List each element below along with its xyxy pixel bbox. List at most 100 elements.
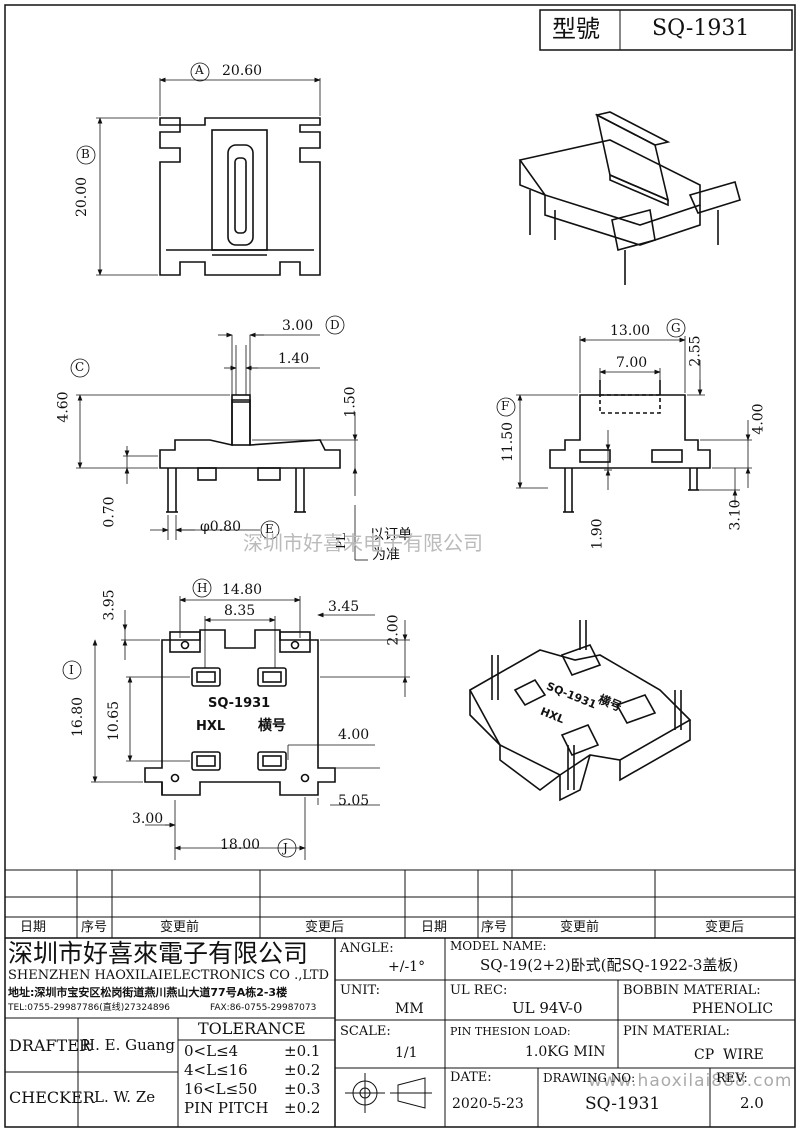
ul-rec-value: UL 94V-0 <box>512 999 583 1017</box>
rev-hdr-after-right: 变更后 <box>705 920 745 935</box>
drawing-no-label: DRAWING NO: <box>543 1071 636 1085</box>
dim-f-mark: F <box>501 399 510 413</box>
front-view-dims <box>70 315 368 561</box>
pin-load-label: PIN THESION LOAD: <box>450 1025 571 1038</box>
tol-value-0: ±0.1 <box>284 1042 321 1060</box>
company-cn: 深圳市好喜來電子有限公司 <box>8 939 309 968</box>
dim-j-mark: J <box>283 841 288 855</box>
dim-i-mark: I <box>69 663 74 677</box>
watermark-url: www.haoxilai888.com <box>588 1071 793 1091</box>
drawing-no-value: SQ-1931 <box>585 1094 661 1114</box>
model-value: SQ-1931 <box>652 16 750 41</box>
tol-range-0: 0<L≤4 <box>184 1042 239 1060</box>
rev-hdr-date-left: 日期 <box>20 920 47 935</box>
top-view-dims <box>76 62 321 276</box>
dim-c-value: 4.60 <box>55 391 72 423</box>
dim-140: 1.40 <box>278 351 310 367</box>
dim-255: 2.55 <box>687 335 704 367</box>
scale-label: SCALE: <box>340 1024 391 1039</box>
rev-hdr-date-right: 日期 <box>421 920 448 935</box>
dim-200: 2.00 <box>385 614 402 646</box>
rev-hdr-no-left: 序号 <box>81 920 108 935</box>
rev-hdr-before-right: 变更前 <box>560 920 600 935</box>
dim-835: 8.35 <box>224 603 256 619</box>
iso-view-top <box>518 111 741 285</box>
rev-hdr-after-left: 变更后 <box>305 920 345 935</box>
dim-i-value: 16.80 <box>70 696 87 738</box>
dim-400b: 4.00 <box>338 727 370 743</box>
rev-label: REV: <box>716 1071 748 1086</box>
engrave-type: 横号 <box>258 718 286 734</box>
model-label: 型號 <box>552 15 600 43</box>
dim-g-mark: G <box>671 321 681 335</box>
dim-j-value: 18.00 <box>220 837 261 853</box>
dim-d-mark: D <box>330 318 340 332</box>
dim-505: 5.05 <box>338 793 370 809</box>
angle-label: ANGLE: <box>340 941 394 956</box>
angle-value: +/-1° <box>388 959 426 975</box>
dim-400: 4.00 <box>750 403 767 435</box>
dim-e-value: φ0.80 <box>200 519 241 535</box>
revision-table <box>5 869 795 939</box>
tol-range-1: 4<L≤16 <box>184 1061 248 1079</box>
dim-h-value: 14.80 <box>222 582 263 598</box>
pl-note-2: 为准 <box>372 547 400 563</box>
scale-value: 1/1 <box>395 1045 418 1061</box>
date-value: 2020-5-23 <box>452 1096 524 1112</box>
pl-note-1: 以订单 <box>370 527 412 543</box>
dim-b-value: 20.00 <box>74 176 91 218</box>
dim-e-mark: E <box>265 522 274 536</box>
engrave-brand: HXL <box>196 719 226 734</box>
dim-g-value: 13.00 <box>610 323 651 339</box>
page-border <box>4 4 796 1128</box>
company-tel: TEL:0755-29987786(直线)27324896 <box>8 1003 171 1013</box>
tol-value-2: ±0.3 <box>284 1080 321 1098</box>
top-view <box>159 117 321 276</box>
rev-hdr-no-right: 序号 <box>481 920 508 935</box>
watermark-text: 深圳市好喜来电子有限公司 <box>243 531 483 555</box>
company-fax: FAX:86-0755-29987073 <box>210 1003 317 1013</box>
side-view <box>549 380 711 513</box>
date-label: DATE: <box>450 1070 492 1085</box>
tol-range-3: PIN PITCH <box>184 1099 269 1117</box>
bobbin-label: BOBBIN MATERIAL: <box>623 983 761 998</box>
company-en: SHENZHEN HAOXILAIELECTRONICS CO .,LTD <box>8 968 330 983</box>
dim-395: 3.95 <box>101 589 118 621</box>
iso-view-bottom <box>468 620 692 802</box>
side-view-dims <box>496 318 752 505</box>
pin-material-value: CP WIRE <box>694 1047 764 1063</box>
dim-190: 1.90 <box>589 518 606 550</box>
pin-material-label: PIN MATERIAL: <box>623 1024 730 1039</box>
model-name-label: MODEL NAME: <box>450 939 547 953</box>
dim-070: 0.70 <box>101 496 118 528</box>
dim-1065: 10.65 <box>106 700 123 742</box>
engrave-model: SQ-1931 <box>208 696 271 711</box>
checker-label: CHECKER <box>9 1088 95 1107</box>
unit-value: MM <box>395 1001 424 1017</box>
front-view <box>159 394 341 513</box>
pin-load-value: 1.0KG MIN <box>525 1044 606 1060</box>
bottom-view-dims <box>62 578 410 860</box>
tol-value-1: ±0.2 <box>284 1061 321 1079</box>
rev-value: 2.0 <box>740 1094 764 1112</box>
model-name-value: SQ-19(2+2)卧式(配SQ-1922-3盖板) <box>480 956 739 974</box>
dim-150: 1.50 <box>342 386 359 418</box>
tol-value-3: ±0.2 <box>284 1099 321 1117</box>
dim-c-mark: C <box>75 360 85 374</box>
dim-a-mark: A <box>195 63 204 77</box>
drafter-value: H. E. Guang <box>82 1036 175 1054</box>
model-header-box <box>539 9 793 51</box>
dim-h-mark: H <box>197 581 208 595</box>
dim-345: 3.45 <box>328 599 360 615</box>
dim-700: 7.00 <box>616 355 648 371</box>
drafter-label: DRAFTER <box>9 1036 91 1055</box>
dim-b-mark: B <box>81 147 90 161</box>
dim-300: 3.00 <box>132 811 164 827</box>
ul-rec-label: UL REC: <box>450 983 508 998</box>
checker-value: L. W. Ze <box>94 1088 156 1106</box>
dim-310: 3.10 <box>727 499 744 531</box>
bottom-view <box>144 629 336 796</box>
dim-a-value: 20.60 <box>222 63 263 79</box>
bobbin-value: PHENOLIC <box>692 1001 774 1017</box>
